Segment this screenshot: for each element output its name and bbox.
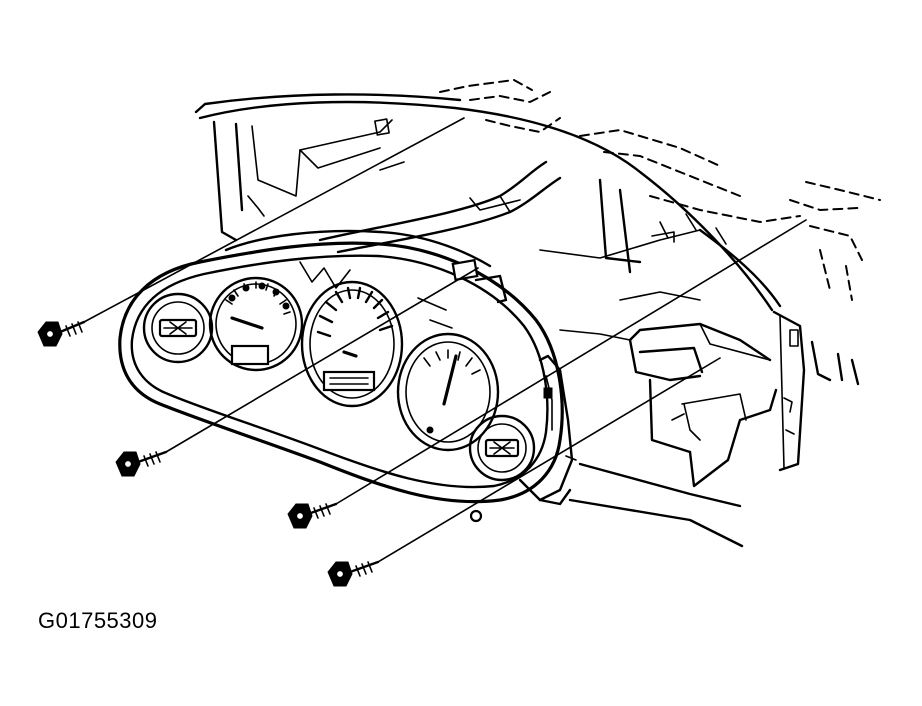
- temperature-needle: [442, 354, 458, 406]
- figure-id-label: G01755309: [38, 608, 158, 633]
- speedometer-needle: [342, 350, 358, 358]
- speedometer-tick-marks: [316, 286, 394, 338]
- screw-1-shank: [58, 320, 86, 334]
- tachometer-tick-marks: [225, 281, 291, 315]
- oil-pressure-gauge: [468, 414, 536, 482]
- screw-1: [37, 117, 465, 347]
- speedometer: [300, 280, 404, 408]
- screw-3-leader-line: [335, 219, 807, 505]
- windshield-outline: [439, 78, 881, 301]
- instrument-panel-carrier: [194, 93, 860, 548]
- temperature-gauge: [396, 332, 500, 452]
- tachometer: [208, 276, 304, 372]
- fuel-gauge: [142, 292, 214, 364]
- screw-4-leader-line: [377, 357, 721, 563]
- tachometer-needle: [230, 316, 264, 330]
- screw-4: [327, 357, 721, 587]
- screw-1-leader-line: [83, 117, 465, 323]
- screw-3: [287, 219, 807, 529]
- screw-2: [115, 267, 479, 477]
- screw-2-leader-line: [165, 267, 479, 453]
